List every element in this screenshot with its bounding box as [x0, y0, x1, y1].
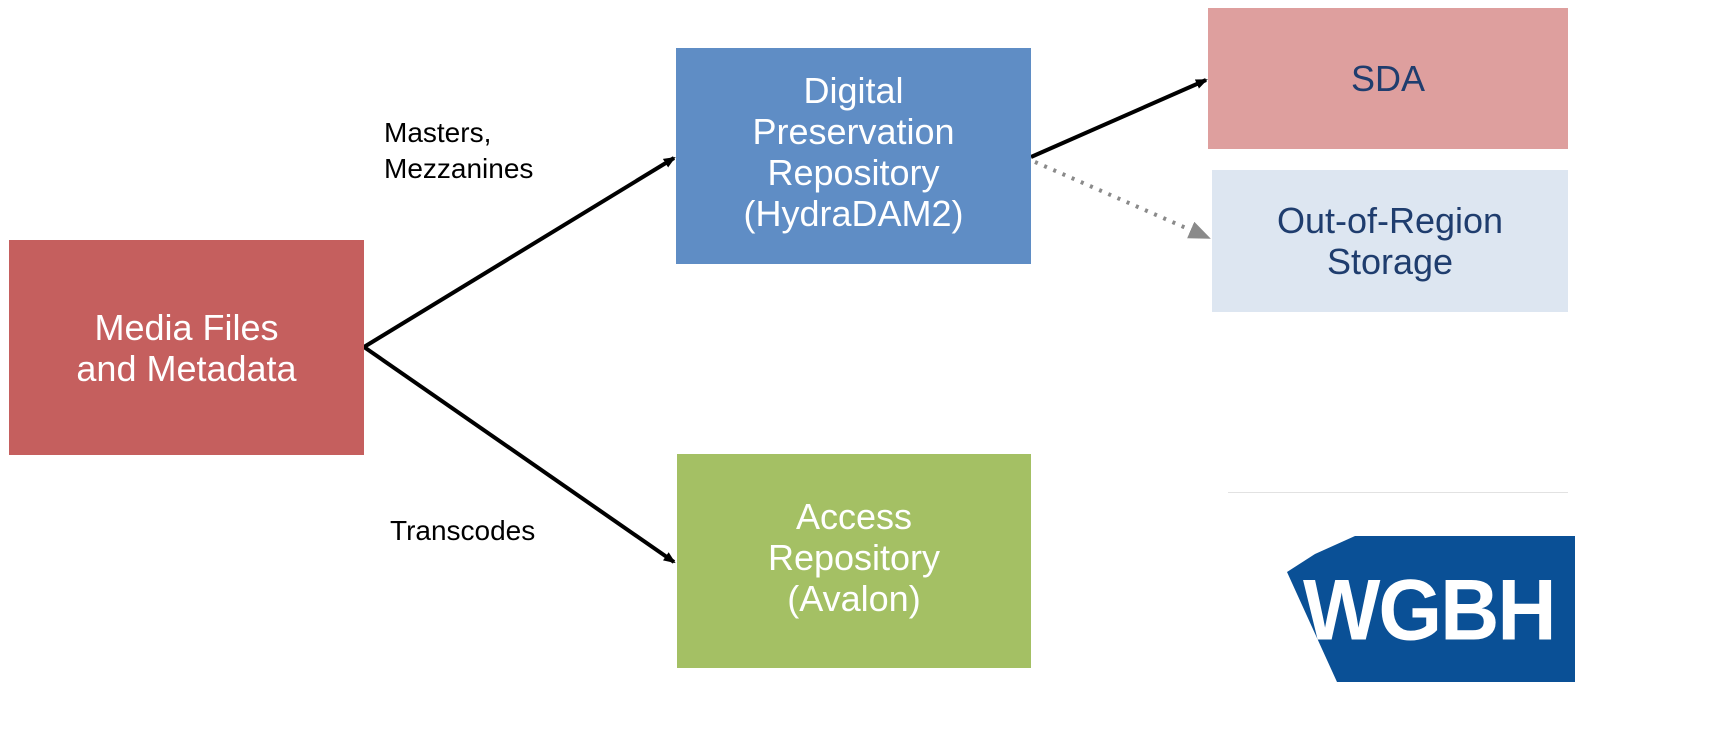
out-of-region-storage-node: Out-of-Region Storage	[1212, 170, 1568, 312]
media-files-label: Media Files and Metadata	[76, 306, 297, 389]
access-repository-label: Access Repository (Avalon)	[767, 495, 941, 619]
wgbh-logo	[1287, 536, 1575, 682]
arrow-media-to-access	[362, 345, 676, 564]
transcodes-edge-label: Transcodes	[390, 515, 536, 546]
arrow-media-to-dpr	[362, 156, 676, 349]
access-repository-node: Access Repository (Avalon)	[677, 454, 1031, 668]
masters-mezzanines-edge-label: Masters, Mezzanines	[384, 117, 534, 184]
sda-label: SDA	[1350, 58, 1426, 99]
arrow-dpr-to-oor	[1034, 160, 1211, 240]
out-of-region-storage-label: Out-of-Region Storage	[1276, 200, 1504, 282]
wgbh-logo-text: WGBH	[1303, 562, 1557, 659]
media-files-node: Media Files and Metadata	[9, 240, 364, 455]
digital-preservation-repository-label: Digital Preservation Repository (HydraDA…	[743, 70, 964, 234]
digital-preservation-repository-node: Digital Preservation Repository (HydraDA…	[676, 48, 1031, 264]
arrow-dpr-to-sda	[1030, 78, 1208, 159]
divider-line	[1228, 492, 1568, 493]
sda-node: SDA	[1208, 8, 1568, 149]
